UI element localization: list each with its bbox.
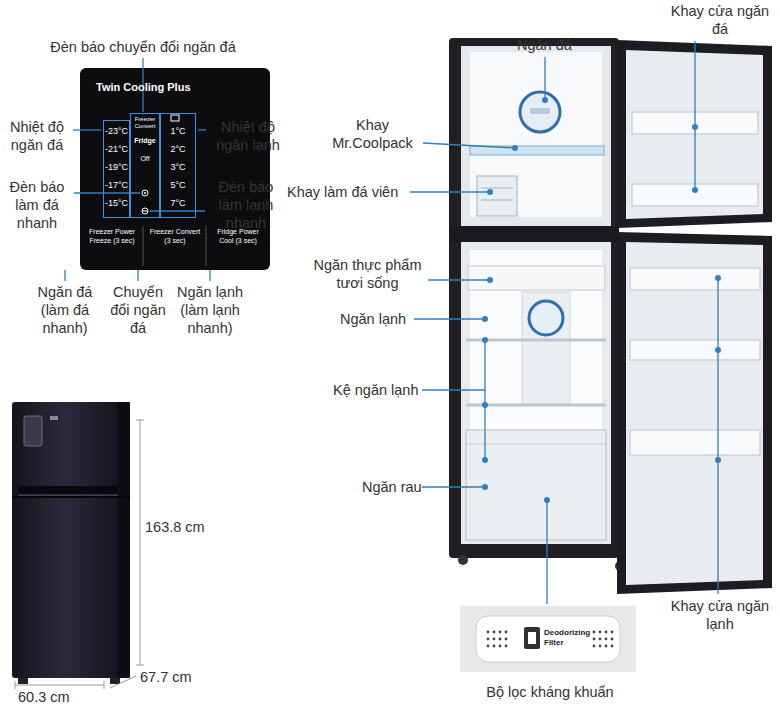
fridge-open [449, 38, 772, 594]
callout-label: Chuyển đổi ngăn đá [105, 283, 171, 337]
node-text: 2°C [161, 143, 195, 155]
node-text: Freezer Convert (3 sec) [147, 228, 203, 245]
filter-picture [460, 606, 636, 672]
leader-lines [65, 41, 718, 604]
dimension-lines [15, 420, 144, 689]
callout-label: Ngăn đá [517, 36, 572, 54]
callout-label: 163.8 cm [145, 518, 205, 536]
callout-label: Ngăn lạnh [340, 310, 406, 328]
callout-label: Đèn báo làm lạnh nhanh [207, 178, 285, 232]
callout-label: Ngăn rau [362, 478, 422, 496]
node-text: Fridge [131, 136, 159, 145]
callout-label: Ngăn lạnh (làm lạnh nhanh) [170, 283, 250, 337]
callout-label: Khay cửa ngăn đá [668, 2, 772, 38]
callout-label: 60.3 cm [18, 688, 70, 706]
callout-label: Khay cửa ngăn lạnh [668, 597, 772, 633]
callout-label: Kệ ngăn lạnh [333, 381, 418, 399]
callout-label: Khay làm đá viên [287, 183, 398, 201]
node-text: Off [131, 154, 159, 163]
callout-label: Nhiệt độ ngăn đá [3, 118, 71, 154]
node-text: -21°C [104, 143, 129, 155]
node-text: 3°C [161, 161, 195, 173]
control-panel [80, 68, 270, 270]
callout-label: Đèn báo chuyển đổi ngăn đá [18, 38, 268, 56]
node-text: 7°C [161, 197, 195, 209]
control-panel-box: Twin Cooling PlusFreezer Power Freeze (3… [80, 68, 270, 270]
node-text: 5°C [161, 179, 195, 191]
callout-label: Nhiệt độ ngăn lạnh [208, 118, 288, 154]
callout-label: Đèn báo làm đá nhanh [3, 178, 71, 232]
callout-label: Ngăn thực phẩm tươi sống [310, 256, 425, 292]
node-text: Freezer Power Freeze (3 sec) [84, 228, 140, 245]
callout-label: Khay Mr.Coolpack [325, 116, 420, 152]
callout-label: Bộ lọc kháng khuẩn [470, 683, 630, 701]
node-text: -17°C [104, 179, 129, 191]
convert-column: Freezer ConvertFridgeOff [130, 113, 160, 218]
fridge-temp-column: 1°C 2°C 3°C 5°C 7°C [160, 113, 196, 218]
node-text: Deodorizing Filter [544, 628, 596, 648]
node-text: Twin Cooling Plus [96, 80, 256, 94]
callout-label: Ngăn đá (làm đá nhanh) [34, 283, 96, 337]
node-text: Freezer Convert [131, 116, 159, 130]
callout-label: 67.7 cm [140, 668, 192, 686]
fridge-photo [12, 402, 130, 684]
node-text: -19°C [104, 161, 129, 173]
leader-dots [482, 97, 721, 503]
node-text: 1°C [161, 125, 195, 137]
filter-box: Deodorizing Filter [460, 606, 636, 672]
node-text: -15°C [104, 197, 129, 209]
node-text: -23°C [104, 125, 129, 137]
freezer-temp-column: -23°C -21°C -19°C -17°C -15°C [103, 120, 130, 218]
